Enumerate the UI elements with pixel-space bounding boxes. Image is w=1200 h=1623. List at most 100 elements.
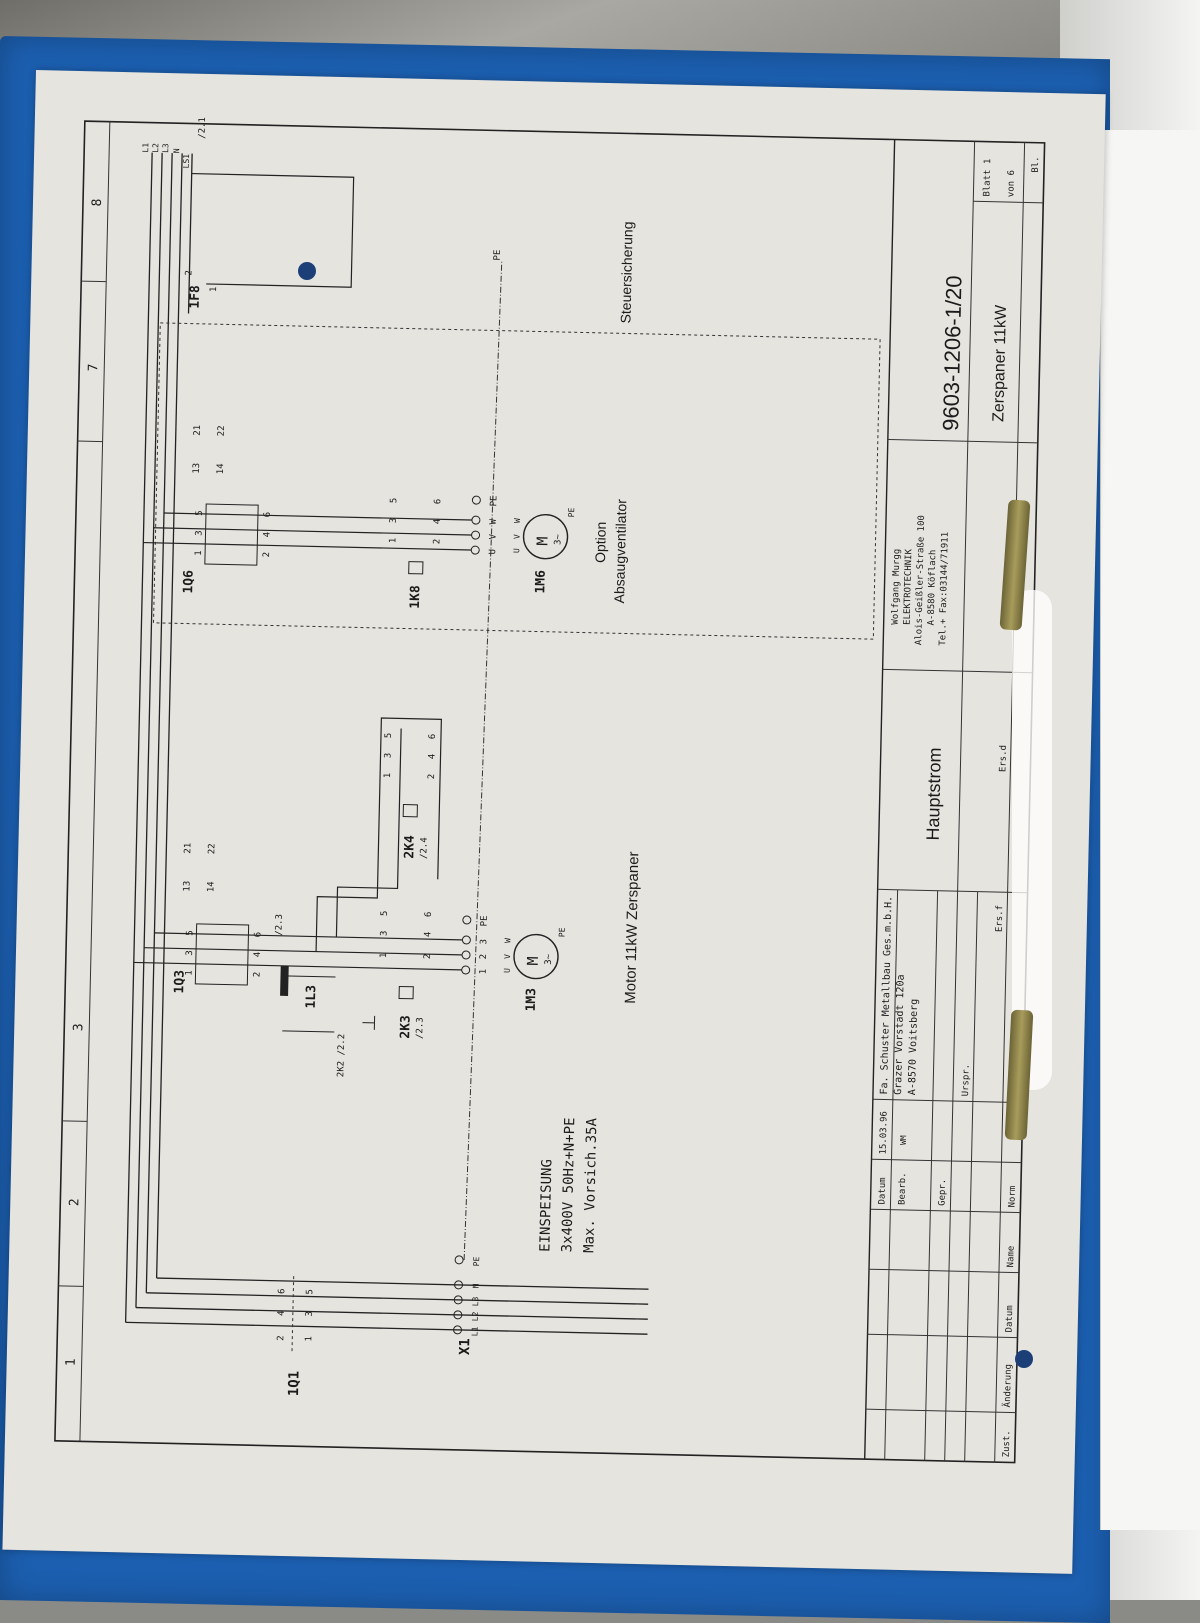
svg-text:L2: L2 — [471, 1311, 480, 1321]
supply-description: EINSPEISUNG 3x400V 50Hz+N+PE Max. Vorsic… — [537, 1116, 600, 1253]
bus-label-l3: L3 — [161, 143, 170, 153]
svg-text:3: 3 — [379, 931, 389, 937]
customer-line1: Fa. Schuster Metallbau Ges.m.b.H. — [879, 896, 895, 1095]
contractor-line1: Wolfgang Murgg — [891, 549, 903, 625]
svg-text:15.03.96: 15.03.96 — [879, 1111, 890, 1155]
svg-text:U: U — [488, 549, 498, 555]
svg-text:14: 14 — [216, 463, 226, 474]
svg-text:3: 3 — [194, 530, 204, 536]
bus-label-l2: L2 — [151, 143, 160, 153]
bus-label-ls1: LS1 — [182, 154, 191, 169]
svg-text:Name: Name — [1006, 1246, 1016, 1268]
drawing-frame — [55, 121, 1045, 1462]
svg-text:/2.3: /2.3 — [274, 914, 284, 936]
column-3: 3 — [71, 1023, 86, 1031]
sheet-bl: Bl. — [1031, 156, 1041, 172]
svg-text:PE: PE — [567, 507, 576, 517]
svg-text:5: 5 — [384, 733, 394, 739]
svg-text:M: M — [524, 956, 542, 965]
svg-text:2K2 /2.2: 2K2 /2.2 — [336, 1034, 347, 1078]
svg-text:1Q6: 1Q6 — [181, 570, 197, 594]
motor-1m6: M 3~ 1M6 U V W PE — [511, 506, 576, 594]
svg-text:1: 1 — [209, 287, 219, 293]
column-2: 2 — [67, 1198, 82, 1206]
svg-text:M: M — [533, 536, 551, 545]
svg-text:PE: PE — [489, 496, 499, 507]
svg-text:13: 13 — [182, 881, 192, 892]
column-strip: 1 2 3 7 8 — [55, 121, 110, 1441]
svg-text:1: 1 — [304, 1336, 314, 1342]
sheet-count: von 6 — [1006, 170, 1017, 197]
svg-text:Gepr.: Gepr. — [937, 1179, 948, 1206]
svg-text:3~: 3~ — [553, 533, 563, 545]
svg-text:5: 5 — [195, 510, 205, 516]
svg-text:1: 1 — [194, 550, 204, 556]
control-fuse-1f8: 1F8 2 1 — [184, 173, 354, 312]
svg-text:1: 1 — [383, 773, 393, 779]
main-switch-1q1: 1Q1 2 4 6 1 3 5 — [275, 1276, 316, 1397]
adjacent-sheet — [1100, 130, 1200, 1530]
drawing-subtitle: Zerspaner 11kW — [990, 304, 1010, 422]
svg-text:3: 3 — [185, 950, 195, 956]
svg-text:PE: PE — [472, 1256, 481, 1266]
option-box — [153, 323, 880, 639]
customer-line2: Grazer Vorstadt 120a — [893, 974, 907, 1095]
svg-text:Ers.f: Ers.f — [995, 905, 1006, 932]
svg-text:5: 5 — [380, 911, 390, 917]
punch-hole-left — [298, 262, 316, 280]
breaker-1q6: 1Q6 1 3 5 2 4 6 13 14 21 22 — [181, 425, 275, 596]
svg-text:3: 3 — [479, 939, 489, 945]
svg-text:/2.4: /2.4 — [419, 837, 429, 859]
svg-text:2: 2 — [276, 1335, 286, 1341]
svg-text:V: V — [488, 533, 498, 539]
svg-text:21: 21 — [193, 425, 203, 436]
svg-text:5: 5 — [389, 498, 399, 504]
lamp-1l3: 1L3 2K2 /2.2 — [278, 966, 375, 1078]
motor2-wiring — [143, 513, 476, 551]
svg-text:Änderung: Änderung — [1002, 1364, 1014, 1408]
svg-text:W: W — [489, 518, 499, 524]
control-fuse-caption: Steuersicherung — [617, 221, 635, 323]
terminals-motor2: U V W PE — [471, 495, 499, 554]
svg-text:6: 6 — [433, 499, 443, 505]
contractor-line5: Tel.+ Fax:03144/71911 — [938, 532, 951, 646]
svg-text:3x400V 50Hz+N+PE: 3x400V 50Hz+N+PE — [559, 1117, 578, 1252]
svg-text:6: 6 — [424, 912, 434, 918]
svg-text:Datum: Datum — [877, 1177, 888, 1204]
sheet-number: Blatt 1 — [982, 159, 993, 197]
svg-text:Max. Vorsich.35A: Max. Vorsich.35A — [581, 1117, 600, 1253]
svg-text:1L3: 1L3 — [304, 985, 320, 1009]
svg-text:Urspr.: Urspr. — [961, 1064, 972, 1097]
bus-label-n: N — [172, 148, 181, 153]
svg-text:5: 5 — [305, 1289, 315, 1295]
svg-text:Datum: Datum — [1005, 1305, 1016, 1332]
drawing-number: 9603-1206-1/20 — [938, 275, 967, 431]
svg-text:V: V — [512, 534, 521, 539]
svg-text:1Q1: 1Q1 — [286, 1371, 303, 1397]
svg-text:2K3: 2K3 — [398, 1015, 414, 1039]
svg-text:4: 4 — [277, 1310, 287, 1316]
svg-text:21: 21 — [183, 843, 193, 854]
svg-text:Norm: Norm — [1007, 1186, 1017, 1208]
svg-text:1M6: 1M6 — [533, 570, 549, 594]
svg-text:2K4: 2K4 — [402, 835, 418, 859]
schematic-drawing: 1 2 3 7 8 L1 L2 L3 N — [2, 70, 1105, 1574]
column-8: 8 — [90, 198, 105, 206]
svg-text:2: 2 — [184, 270, 194, 276]
svg-text:6: 6 — [428, 734, 438, 740]
contactor-2k3: 2K3 /2.3 1 3 5 2 4 6 — [377, 911, 434, 1040]
contractor-line2: ELEKTROTECHNIK — [903, 548, 915, 625]
svg-text:Bearb.: Bearb. — [897, 1172, 908, 1205]
svg-text:4: 4 — [253, 952, 263, 958]
breaker-1q3: 1Q3 1 3 5 2 4 6 13 14 21 22 /2.3 — [172, 843, 286, 996]
svg-text:EINSPEISUNG: EINSPEISUNG — [537, 1159, 555, 1252]
contractor-line4: A-8580 Köflach — [927, 550, 939, 626]
bus-label-l1: L1 — [141, 143, 150, 153]
svg-text:/2.3: /2.3 — [415, 1017, 425, 1039]
svg-text:4: 4 — [262, 532, 272, 538]
svg-text:1F8: 1F8 — [188, 285, 204, 309]
terminal-x1: X1 L1 L2 L3 N PE — [453, 1256, 481, 1356]
svg-text:4: 4 — [427, 754, 437, 760]
svg-text:22: 22 — [217, 425, 227, 436]
svg-text:X1: X1 — [457, 1338, 473, 1355]
